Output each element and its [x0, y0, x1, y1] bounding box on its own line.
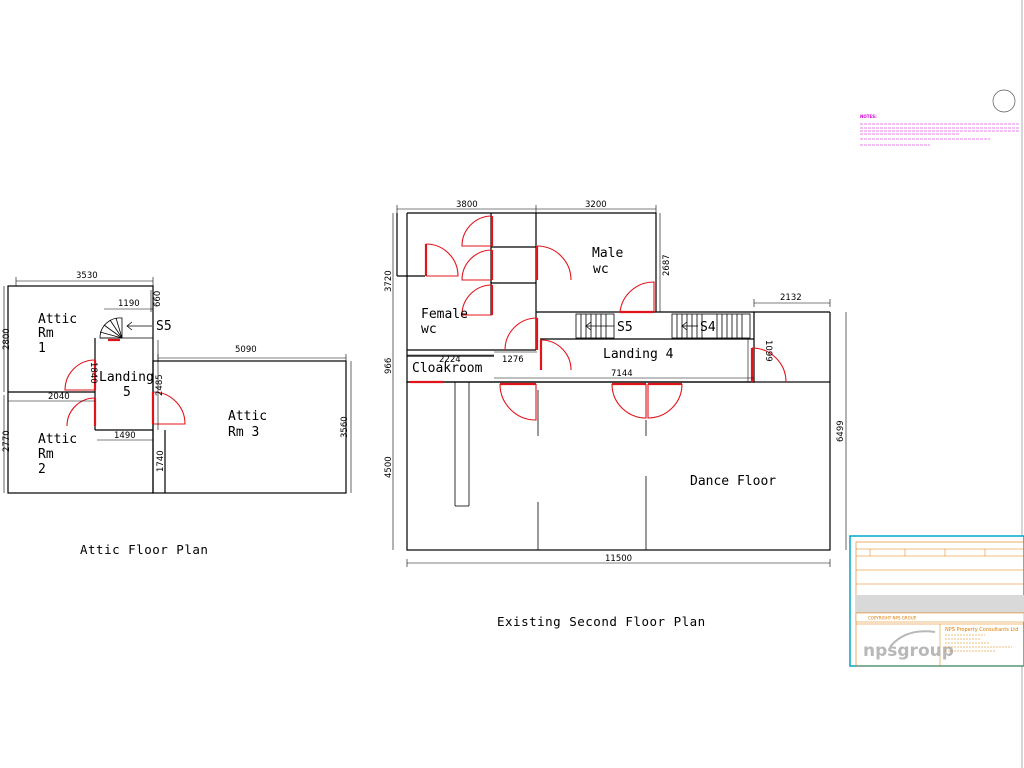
title-block-company: NPS Property Consultants Ltd — [945, 627, 1018, 633]
second-dim-left2: 966 — [384, 358, 394, 374]
second-doors — [410, 215, 787, 421]
second-cloakroom-label: Cloakroom — [412, 361, 483, 376]
attic-dim-door-v: 1840 — [88, 362, 98, 384]
second-dim-top2: 3200 — [585, 200, 607, 210]
second-landing4-label: Landing 4 — [603, 347, 674, 362]
second-dim-cloak-w: 2224 — [439, 355, 461, 365]
attic-dim-rm3-w: 5090 — [235, 345, 257, 355]
notes-text-lines — [860, 123, 1020, 146]
attic-landing5-line1: Landing — [99, 370, 154, 385]
attic-floor-plan: S5 Attic Rm 1 Attic Rm 2 Attic Rm 3 Land… — [2, 271, 352, 557]
attic-doors — [64, 338, 186, 427]
attic-plan-title: Attic Floor Plan — [80, 542, 208, 557]
second-dance-walls — [406, 381, 831, 551]
attic-dim-land-h: 2485 — [155, 374, 165, 396]
second-dim-landing-h: 1099 — [763, 340, 773, 362]
attic-rm2-line1: Attic — [38, 432, 77, 447]
attic-dim-left-h1: 2800 — [2, 328, 12, 350]
second-stair-s4-label: S4 — [700, 320, 716, 335]
attic-rm3-line1: Attic — [228, 409, 267, 424]
attic-rm1-line2: Rm — [38, 326, 54, 341]
second-stair-s5 — [575, 313, 615, 339]
second-stair-s5-label: S5 — [617, 320, 633, 335]
second-dim-left3: 4500 — [384, 456, 394, 478]
second-dim-right-h: 6499 — [836, 420, 846, 442]
second-floor-plan: S5 S4 — [384, 200, 847, 629]
attic-dimensions — [3, 277, 352, 493]
attic-dim-top: 3530 — [76, 271, 98, 281]
notes-heading: NOTES: — [860, 114, 877, 119]
second-male-line2: wc — [593, 262, 609, 277]
attic-rm2-line2: Rm — [38, 447, 54, 462]
second-dim-top1: 3800 — [456, 200, 478, 210]
attic-spiral-stair — [99, 317, 152, 339]
second-dim-right-w: 2132 — [780, 293, 802, 303]
attic-rm2-line3: 2 — [38, 462, 46, 477]
attic-rm3-walls — [152, 360, 347, 494]
attic-dim-stair-w: 1190 — [118, 299, 140, 309]
attic-dim-rm3-h: 3560 — [340, 416, 350, 438]
title-block: COPYRIGHT NPS GROUP npsgroup NPS Propert… — [849, 535, 1024, 667]
attic-dim-stair-h: 660 — [153, 291, 163, 307]
second-dim-c-w2: 1276 — [502, 355, 524, 365]
nps-group-logo: npsgroup — [863, 641, 954, 661]
attic-dim-left-w2: 2040 — [48, 392, 70, 402]
attic-rm1-line1: Attic — [38, 312, 77, 327]
attic-landing5-line2: 5 — [123, 385, 131, 400]
attic-dim-small-v: 1740 — [156, 450, 166, 472]
attic-dim-land-w: 1490 — [114, 431, 136, 441]
second-dim-bottom: 11500 — [605, 554, 632, 564]
second-dimensions — [392, 205, 847, 567]
title-block-copyright: COPYRIGHT NPS GROUP — [868, 616, 917, 621]
second-dim-male-h: 2687 — [662, 254, 672, 276]
second-female-line2: wc — [421, 322, 437, 337]
second-female-line1: Female — [421, 307, 468, 322]
attic-stair-label: S5 — [156, 319, 172, 334]
title-block-address-lines — [945, 634, 1012, 652]
attic-dim-left-h2: 2770 — [2, 430, 12, 452]
second-dim-land-w: 7144 — [611, 369, 633, 379]
attic-rm3-line2: Rm 3 — [228, 425, 259, 440]
second-plan-title: Existing Second Floor Plan — [497, 614, 706, 629]
second-dance-floor-label: Dance Floor — [690, 474, 776, 489]
second-stair-s4 — [671, 313, 751, 339]
second-dim-left1: 3720 — [384, 270, 394, 292]
attic-rm1-line3: 1 — [38, 341, 46, 356]
second-male-line1: Male — [592, 246, 623, 261]
